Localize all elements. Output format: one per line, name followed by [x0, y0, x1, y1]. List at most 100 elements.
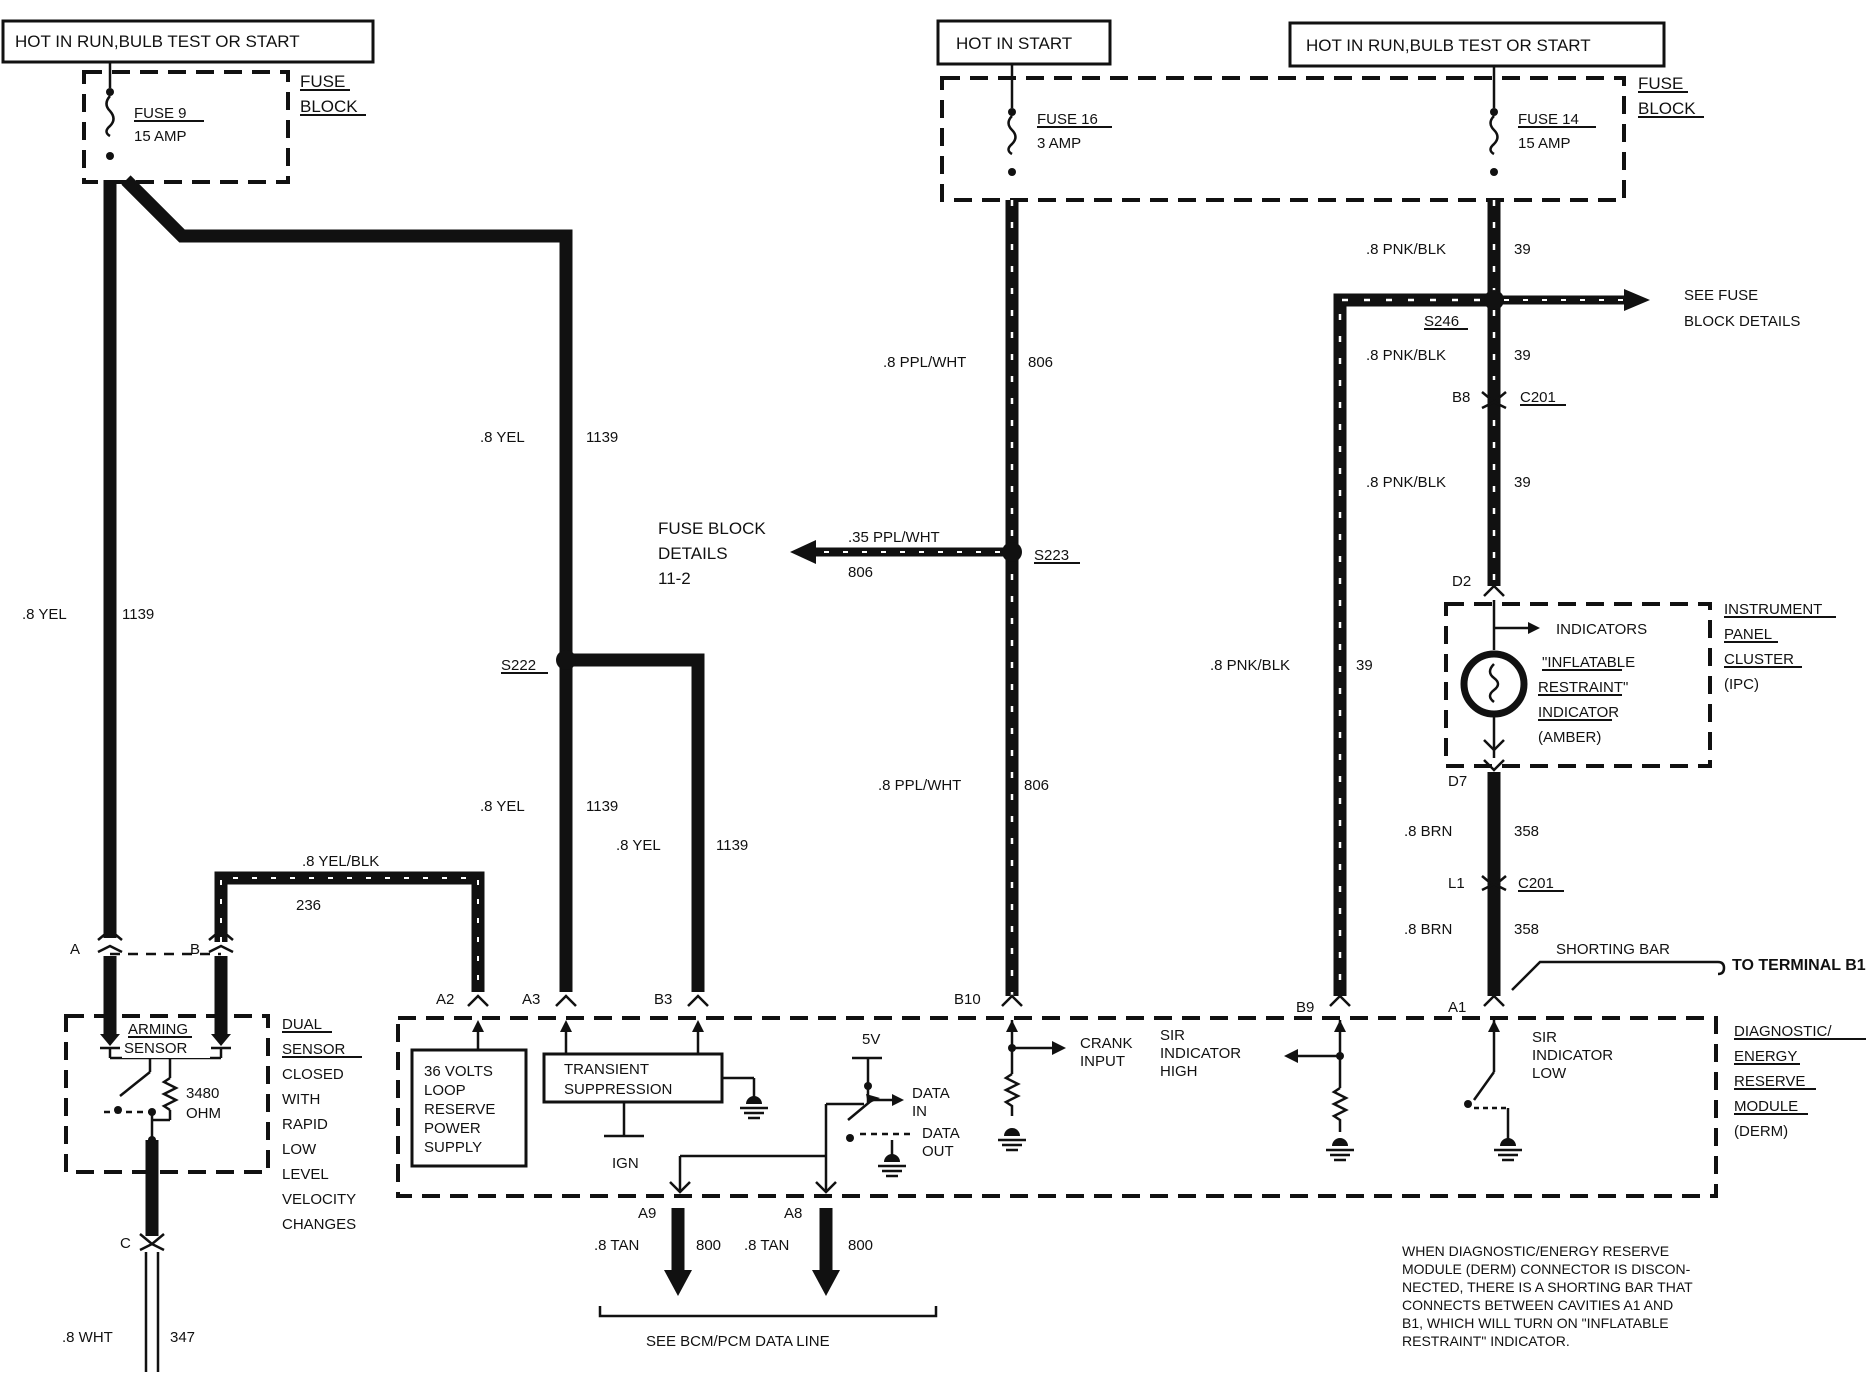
sir-high-l1: SIR: [1160, 1027, 1185, 1044]
wire-wht-circuit: 347: [170, 1329, 195, 1346]
fuse-14-amp: 15 AMP: [1518, 135, 1571, 152]
sir-low-l2: INDICATOR: [1532, 1047, 1613, 1064]
wire-brn-2-gauge: .8 BRN: [1404, 921, 1452, 938]
ipc-label-l1: INSTRUMENT: [1724, 601, 1822, 618]
wire-yel-left: [103, 175, 705, 992]
crank-input-l1: CRANK: [1080, 1035, 1133, 1052]
arming-sensor-l2: SENSOR: [124, 1040, 188, 1057]
see-bcm-label: SEE BCM/PCM DATA LINE: [646, 1333, 830, 1350]
see-fuse-l2: BLOCK DETAILS: [1684, 313, 1800, 330]
fuse-block-details-l2: DETAILS: [658, 544, 728, 563]
note-line-3: NECTED, THERE IS A SHORTING BAR THAT: [1402, 1279, 1693, 1295]
wire-yel-low-gauge: .8 YEL: [480, 798, 525, 815]
wire-brn-2-circuit: 358: [1514, 921, 1539, 938]
wire-pnk-2-circuit: 39: [1514, 347, 1531, 364]
fuse-16-label: FUSE 16: [1037, 111, 1098, 128]
dual-sensor-d9: CHANGES: [282, 1216, 356, 1233]
data-out-l2: OUT: [922, 1143, 954, 1160]
wire-tan-a8-circuit: 800: [848, 1237, 873, 1254]
power-label-left: HOT IN RUN,BULB TEST OR START: [1, 19, 375, 64]
fuse-block-right-l2: BLOCK: [1638, 99, 1696, 118]
fuse-block-right: FUSE 16 3 AMP FUSE 14 15 AMP FUSE BLOCK: [940, 64, 1704, 202]
wire-yel-left-circuit: 1139: [122, 606, 154, 623]
wire-yelblk-236: [214, 871, 485, 992]
wire-yel-low-circuit: 1139: [586, 798, 618, 815]
connector-a-label: A: [70, 941, 80, 958]
transient-l2: SUPPRESSION: [564, 1081, 672, 1098]
note-line-5: B1, WHICH WILL TURN ON "INFLATABLE: [1402, 1315, 1669, 1331]
ipc-indicators-label: INDICATORS: [1556, 621, 1647, 638]
wire-pnk-3-gauge: .8 PNK/BLK: [1366, 474, 1446, 491]
wire-pnk-3-circuit: 39: [1514, 474, 1531, 491]
connector-a2-label: A2: [436, 991, 454, 1008]
splice-s223: S223: [1034, 547, 1069, 564]
wire-pnk-b9-circuit: 39: [1356, 657, 1373, 674]
loop-supply-l3: RESERVE: [424, 1101, 495, 1118]
ipc-ind-4: (AMBER): [1538, 729, 1601, 746]
fuse-block-label-l1: FUSE: [300, 72, 345, 91]
wire-ppl-upper-circuit: 806: [1028, 354, 1053, 371]
ipc-label-l4: (IPC): [1724, 676, 1759, 693]
derm-note: WHEN DIAGNOSTIC/ENERGY RESERVE MODULE (D…: [1402, 1243, 1693, 1349]
shorting-bar: SHORTING BAR TO TERMINAL B1: [1511, 941, 1866, 991]
loop-supply-l2: LOOP: [424, 1082, 466, 1099]
fuse-16-amp: 3 AMP: [1037, 135, 1081, 152]
note-line-6: RESTRAINT" INDICATOR.: [1402, 1333, 1570, 1349]
wire-pnk-1-circuit: 39: [1514, 241, 1531, 258]
connector-b8-label: B8: [1452, 389, 1470, 406]
connector-c201-top-label: C201: [1520, 389, 1556, 406]
connector-b-label: B: [190, 941, 200, 958]
instrument-panel-cluster: D2 INDICATORS "INFLATABLE RESTRAINT" IND…: [1444, 573, 1836, 790]
wire-ppl-806: [790, 200, 1022, 996]
connector-c201-bot-label: C201: [1518, 875, 1554, 892]
connector-b10-label: B10: [954, 991, 981, 1008]
fuse-block-details-l1: FUSE BLOCK: [658, 519, 766, 538]
connector-a3-label: A3: [522, 991, 540, 1008]
data-in-l2: IN: [912, 1103, 927, 1120]
wire-tan-a8-gauge: .8 TAN: [744, 1237, 789, 1254]
dual-sensor-d5: RAPID: [282, 1116, 328, 1133]
wire-pnk-2-gauge: .8 PNK/BLK: [1366, 347, 1446, 364]
ipc-label-l2: PANEL: [1724, 626, 1772, 643]
sir-low-l1: SIR: [1532, 1029, 1557, 1046]
power-label-right-text: HOT IN RUN,BULB TEST OR START: [1306, 36, 1591, 55]
dual-sensor-d2: SENSOR: [282, 1041, 346, 1058]
splice-s222: S222: [501, 657, 536, 674]
wire-brn-1-circuit: 358: [1514, 823, 1539, 840]
connector-c-label: C: [120, 1235, 131, 1252]
wire-tan-a9-circuit: 800: [696, 1237, 721, 1254]
v5-label: 5V: [862, 1031, 880, 1048]
see-fuse-block-details: SEE FUSE BLOCK DETAILS: [1684, 287, 1800, 330]
derm-module: A2 A3 B3 B10 B9 A1 36 VOLTS LOOP RESERVE…: [396, 991, 1866, 1198]
wire-ppl-branch-circuit: 806: [848, 564, 873, 581]
wire-wht-gauge: .8 WHT: [62, 1329, 113, 1346]
sir-low-l3: LOW: [1532, 1065, 1567, 1082]
loop-supply-l5: SUPPLY: [424, 1139, 482, 1156]
wire-pnk-39: [1333, 200, 1650, 996]
fuse-14-label: FUSE 14: [1518, 111, 1579, 128]
sir-high-l2: INDICATOR: [1160, 1045, 1241, 1062]
splice-s246: S246: [1424, 313, 1459, 330]
connector-a9-label: A9: [638, 1205, 656, 1222]
arming-sensor-l1: ARMING: [128, 1021, 188, 1038]
wire-yel-b3-gauge: .8 YEL: [616, 837, 661, 854]
derm-label-l4: MODULE: [1734, 1098, 1798, 1115]
connector-a8-label: A8: [784, 1205, 802, 1222]
connector-b9-label: B9: [1296, 999, 1314, 1016]
dual-sensor-d1: DUAL: [282, 1016, 322, 1033]
wire-yel-left-gauge: .8 YEL: [22, 606, 67, 623]
inflatable-restraint-bulb-icon: [1460, 650, 1528, 718]
wire-pnk-1-gauge: .8 PNK/BLK: [1366, 241, 1446, 258]
note-line-4: CONNECTS BETWEEN CAVITIES A1 AND: [1402, 1297, 1673, 1313]
derm-label-l3: RESERVE: [1734, 1073, 1805, 1090]
connector-a1-label: A1: [1448, 999, 1466, 1016]
connector-d2-label: D2: [1452, 573, 1471, 590]
ipc-ind-1: "INFLATABLE: [1542, 654, 1635, 671]
wire-yelblk-circuit: 236: [296, 897, 321, 914]
power-label-start: HOT IN START: [936, 19, 1112, 66]
wire-yel-b3-circuit: 1139: [716, 837, 748, 854]
wire-ppl-lower-gauge: .8 PPL/WHT: [878, 777, 961, 794]
wire-brn-358: [1481, 772, 1507, 996]
resistor-value-l1: 3480: [186, 1085, 219, 1102]
